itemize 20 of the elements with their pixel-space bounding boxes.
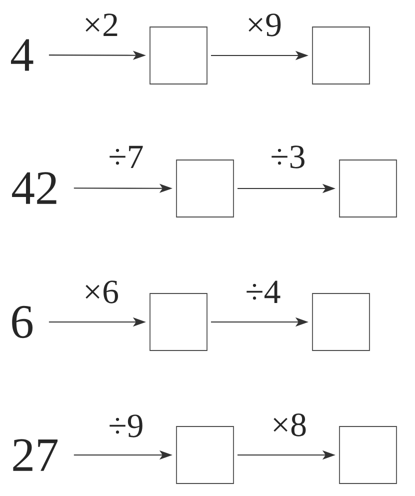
number: 27 — [13, 439, 58, 471]
edge-label: ÷3 — [272, 146, 304, 168]
answer-box — [176, 160, 234, 218]
number: 6 — [12, 306, 33, 338]
number: 4 — [10, 39, 34, 71]
number: 42 — [12, 172, 56, 204]
answer-box — [339, 426, 397, 484]
edge-label: ×6 — [86, 280, 118, 304]
edge-label: ×2 — [86, 14, 118, 36]
answer-box — [176, 426, 234, 484]
edge-label: ÷7 — [110, 146, 143, 168]
answer-box — [312, 293, 370, 351]
edge-label: ×9 — [248, 14, 281, 36]
answer-box — [312, 26, 370, 84]
answer-box — [339, 160, 397, 218]
edge-label: ×8 — [274, 413, 306, 436]
answer-box — [150, 293, 208, 351]
answer-box — [150, 26, 208, 84]
edge-label: ÷4 — [246, 280, 280, 303]
edge-label: ÷9 — [110, 414, 142, 438]
